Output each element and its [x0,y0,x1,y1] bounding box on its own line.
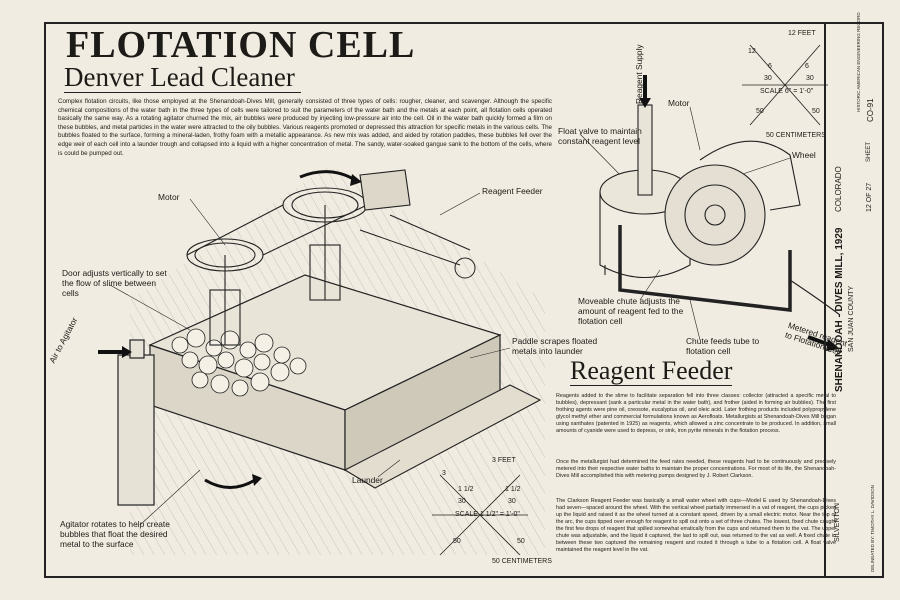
title-block: SHENANDOAH - DIVES MILL, 1929 SAN JUAN C… [824,12,884,578]
tb-state: COLORADO [834,166,843,212]
scale2-50-b: 50 [812,108,820,115]
scale2-30-b: 30 [806,75,814,82]
scale1-3: 3 [442,470,446,477]
scale2-6-b: 6 [805,63,809,70]
scale1-50-b: 50 [517,538,525,545]
label-paddle: Paddle scrapes floated metals into laund… [512,336,598,356]
agitator-arrow [204,478,256,489]
metered-arrow [807,335,831,347]
tb-town: SILVERTON [834,503,841,542]
label-wheel: Wheel [792,150,816,160]
tb-county: SAN JUAN COUNTY [848,285,855,352]
label-agitator: Agitator rotates to help create bubbles … [60,519,170,549]
drawing-sheet-border [44,22,884,578]
scale1-half-a: 1 1/2 [458,486,474,493]
tb-sheet-label: SHEET [866,141,872,162]
page-subtitle: Denver Lead Cleaner [64,62,301,93]
scale2-50-a: 50 [756,108,764,115]
label-door: Door adjusts vertically to set the flow … [62,268,167,298]
reagent-paragraph-3: The Clarkson Reagent Feeder was basicall… [556,498,836,553]
scale2-cm: 50 CENTIMETERS [766,132,826,139]
scale1-30-b: 30 [508,498,516,505]
reagent-feeder-title: Reagent Feeder [570,356,733,386]
scale2-feet: 12 FEET [788,30,816,37]
label-moveable-chute: Moveable chute adjusts the amount of rea… [578,296,684,326]
label-motor-2: Motor [668,98,690,108]
reagent-paragraph-1: Reagents added to the slime to facilitat… [556,393,836,434]
scale1-cm: 50 CENTIMETERS [492,558,552,565]
label-launder: Launder [352,475,383,485]
label-float-valve: Float valve to maintain constant reagent… [558,126,642,146]
scale1-text: SCALE 1 1/2" = 1'-0" [455,511,520,518]
label-chute-tube: Chute feeds tube to flotation cell [686,336,760,356]
tb-sheet-no: 12 OF 27 [866,182,873,212]
tb-delineated: DELINEATED BY: TIMOTHY L. DAVIDSON [870,485,875,572]
scale-graphic-1 [432,474,528,556]
tb-agency: HISTORIC AMERICAN ENGINEERING RECORD [856,12,861,112]
reagent-paragraph-2: Once the metallurgist had determined the… [556,459,836,479]
launder-trough [343,384,542,489]
tb-code: CO-91 [866,98,875,122]
tb-main: SHENANDOAH - DIVES MILL, 1929 [834,227,845,392]
froth-bubbles [171,328,307,397]
intro-paragraph: Complex flotation circuits, like those e… [58,98,552,157]
scale-graphic-2 [742,44,828,126]
scale1-half-b: 1 1/2 [505,486,521,493]
reagent-feeder-detail [599,104,841,316]
scale1-50-a: 50 [453,538,461,545]
scale2-text: SCALE 6" = 1'-0" [760,88,814,95]
pulley-arrow [299,170,356,182]
label-reagent-feeder: Reagent Feeder [482,186,543,196]
scale2-30-a: 30 [764,75,772,82]
scale2-12: 12 [748,48,756,55]
page-title: FLOTATION CELL [66,24,416,66]
subtitle-text: Denver Lead Cleaner [64,62,301,93]
air-pipe [117,339,155,506]
reagent-feeder-small [359,214,476,279]
label-reagent-supply: Reagent Supply [634,44,644,104]
drive-pulleys [186,169,411,346]
scale1-feet: 3 FEET [492,457,516,464]
label-motor: Motor [158,192,180,202]
scale1-30-a: 30 [458,498,466,505]
scale2-6-a: 6 [768,63,772,70]
